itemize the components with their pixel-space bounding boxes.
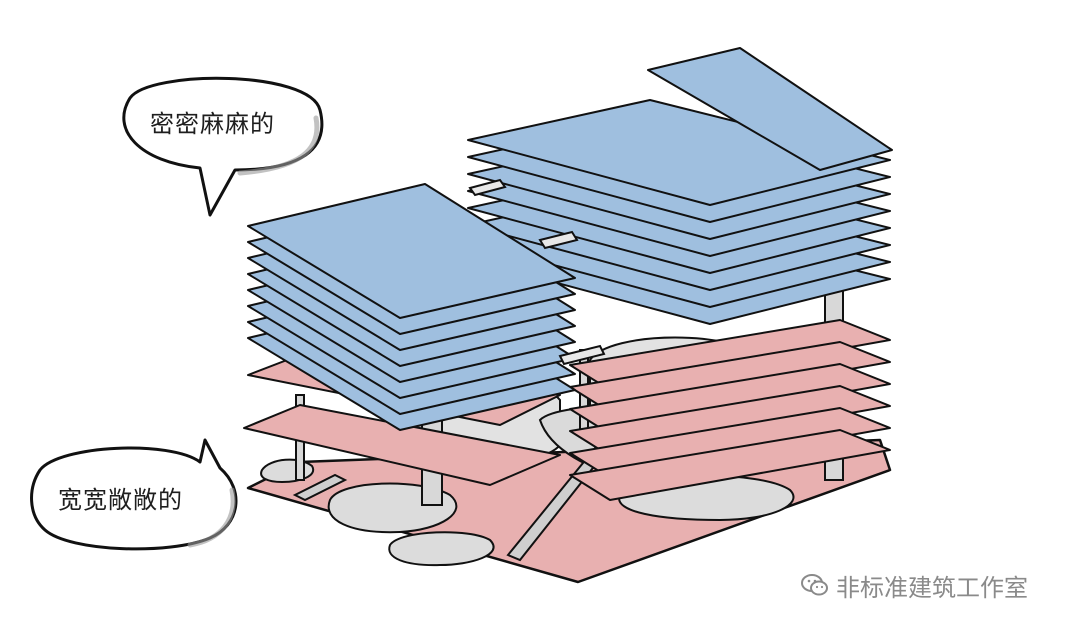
watermark: 非标准建筑工作室 bbox=[800, 570, 1028, 600]
callout-sparse-label: 宽宽敞敞的 bbox=[58, 480, 183, 515]
watermark-text: 非标准建筑工作室 bbox=[836, 568, 1028, 603]
callout-dense-label: 密密麻麻的 bbox=[150, 104, 275, 139]
callout-bubble-dense bbox=[124, 78, 322, 215]
wechat-icon bbox=[800, 572, 830, 598]
